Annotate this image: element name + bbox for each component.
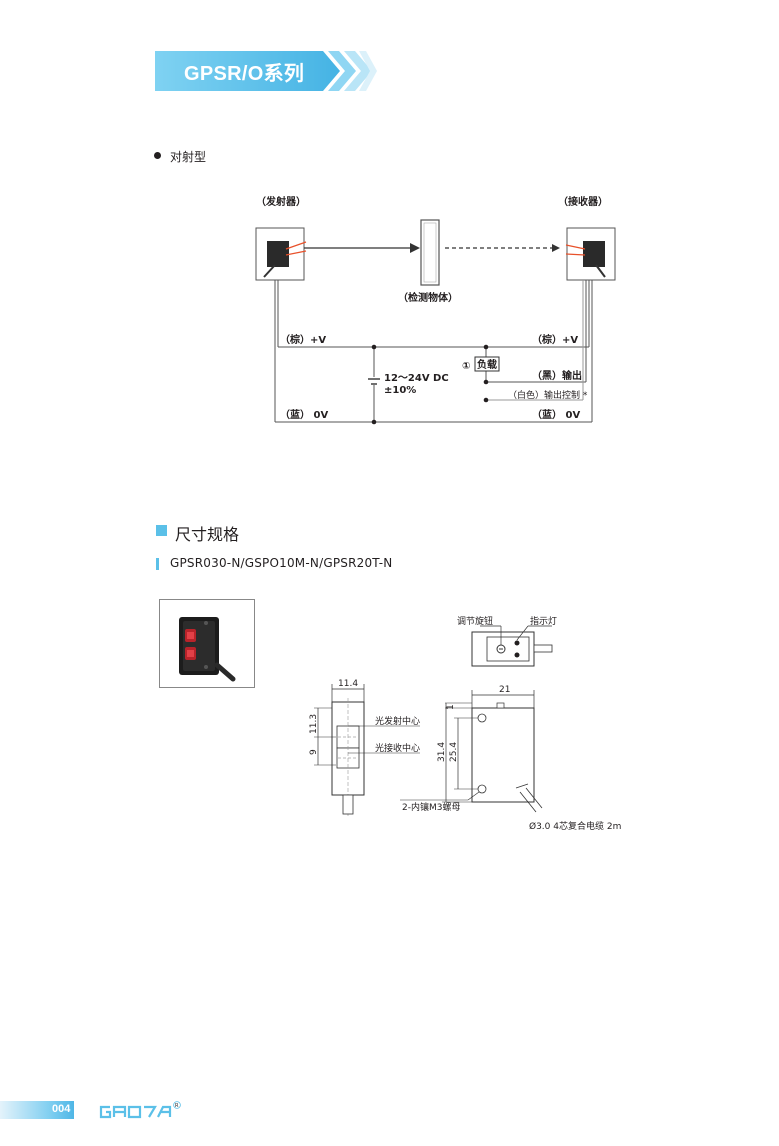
blue-right-label: （蓝） 0V [532, 408, 580, 421]
receiver-label: （接收器） [558, 195, 608, 208]
bullet-text: 对射型 [170, 150, 207, 164]
section-marker [156, 525, 167, 536]
emitter-sensor [267, 241, 289, 267]
brand-logo: R [99, 1101, 181, 1119]
dimension-drawing: 调节旋钮 指示灯 11.4 11.3 9 光发射中心 光接收中心 21 1 31… [309, 615, 621, 832]
load-box [474, 356, 500, 372]
white-control-label: （白色）输出控制 * [508, 389, 588, 401]
model-marker [156, 558, 159, 570]
dim-9: 9 [309, 749, 319, 755]
dim-25-4: 25.4 [449, 742, 459, 762]
blue-left-label: （蓝） 0V [280, 408, 328, 421]
receiver-sensor [583, 241, 605, 267]
model-text: GPSR030-N/GSPO10M-N/GPSR20T-N [170, 556, 393, 570]
bullet-dot [154, 152, 161, 159]
knob-label: 调节旋钮 [457, 615, 493, 627]
dim-width-side: 21 [499, 685, 510, 695]
indicator-label: 指示灯 [530, 615, 557, 627]
recv-center-label: 光接收中心 [375, 742, 420, 754]
brown-left-label: （棕）+V [280, 333, 326, 346]
tolerance-label: ±10% [384, 385, 416, 396]
dim-width-front: 11.4 [338, 679, 358, 689]
brown-right-label: （棕）+V [532, 333, 578, 346]
dim-1: 1 [446, 704, 456, 710]
load-label: 负载 [477, 358, 497, 371]
svg-text:R: R [175, 1103, 179, 1109]
dim-31-4: 31.4 [437, 742, 447, 762]
dim-11-3: 11.3 [309, 714, 319, 734]
page-title: GPSR/O系列 [184, 63, 305, 85]
arrow-head [410, 243, 420, 253]
cable-label: Ø3.0 4芯复合电缆 2m [529, 820, 621, 832]
nut-label: 2-内镶M3螺母 [402, 801, 460, 813]
wiring-diagram: （发射器） （接收器） （检测物体） （棕）+V （棕）+V 12～24V DC… [255, 195, 616, 425]
emit-center-label: 光发射中心 [375, 715, 420, 727]
footer-page-bar [0, 1101, 74, 1119]
load-num: ① [462, 361, 470, 372]
product-photo [159, 599, 255, 688]
page-number: 004 [52, 1103, 71, 1115]
arrow-head-dashed [552, 244, 560, 252]
voltage-label: 12～24V DC [384, 373, 449, 384]
emitter-label: （发射器） [256, 195, 306, 208]
section-title: 尺寸规格 [175, 525, 240, 544]
object-label: （检测物体） [398, 291, 458, 304]
header-banner [155, 51, 377, 91]
object-box [420, 219, 440, 286]
black-output-label: （黑）输出 [532, 369, 582, 382]
